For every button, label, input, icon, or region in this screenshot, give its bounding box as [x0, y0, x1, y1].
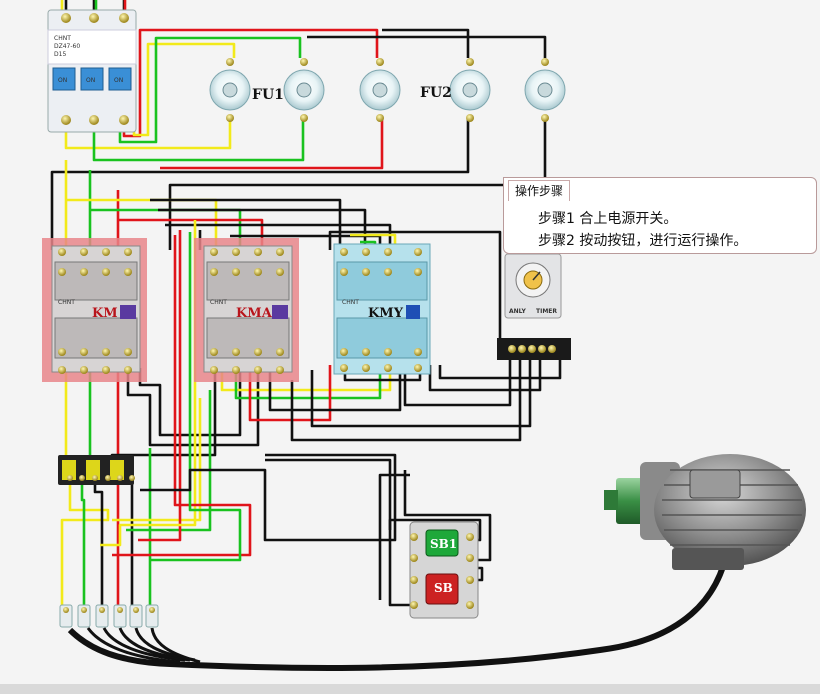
- breaker-on-3: ON: [114, 77, 123, 84]
- motor-terminal-strip: [59, 604, 159, 628]
- overload-relay[interactable]: [58, 455, 135, 485]
- breaker-on-1: ON: [58, 77, 67, 84]
- fuse[interactable]: [449, 58, 491, 122]
- km-brand: CHNT: [58, 299, 75, 306]
- kma-label: KMA: [236, 306, 273, 321]
- sb-button[interactable]: SB: [425, 573, 459, 605]
- timer-relay[interactable]: ANLY TIMER: [497, 253, 571, 360]
- wires: [50, 0, 731, 672]
- kma-brand: CHNT: [210, 299, 227, 306]
- motor[interactable]: [604, 454, 806, 570]
- fu1-label: FU1: [252, 87, 284, 103]
- sb1-label: SB1: [430, 537, 457, 551]
- fuse[interactable]: [524, 58, 566, 122]
- contactor-km[interactable]: CHNT KM: [42, 238, 147, 382]
- kmy-brand: CHNT: [342, 299, 359, 306]
- steps-panel: 操作步骤 步骤1 合上电源开关。 步骤2 按动按钮，进行运行操作。: [503, 177, 817, 254]
- breaker-brand: CHNT: [54, 35, 71, 42]
- fu2-label: FU2: [420, 85, 452, 101]
- step-item-2: 步骤2 按动按钮，进行运行操作。: [538, 233, 748, 249]
- circuit-breaker[interactable]: CHNT DZ47-60 D15 ON ON ON: [47, 9, 137, 133]
- breaker-rating: D15: [54, 51, 66, 58]
- kmy-label: KMY: [368, 306, 404, 321]
- fuse[interactable]: [359, 58, 401, 122]
- breaker-on-2: ON: [86, 77, 95, 84]
- breaker-model: DZ47-60: [54, 43, 80, 50]
- step-item-1: 步骤1 合上电源开关。: [538, 211, 678, 227]
- steps-title: 操作步骤: [508, 180, 571, 201]
- km-label: KM: [92, 306, 118, 321]
- timer-model: TIMER: [536, 308, 557, 315]
- steps-list: 步骤1 合上电源开关。 步骤2 按动按钮，进行运行操作。: [538, 208, 747, 252]
- fuse[interactable]: [209, 58, 251, 122]
- sb-label: SB: [434, 581, 453, 595]
- bottom-strip: [0, 684, 820, 694]
- contactor-kmy[interactable]: CHNT KMY: [333, 243, 431, 375]
- contactor-kma[interactable]: CHNT KMA: [194, 238, 299, 382]
- fuses: FU1 FU2: [209, 58, 566, 122]
- fuse[interactable]: [283, 58, 325, 122]
- sb1-button[interactable]: SB1: [425, 529, 459, 557]
- timer-brand: ANLY: [509, 308, 527, 315]
- push-button-box: SB1 SB: [409, 521, 479, 619]
